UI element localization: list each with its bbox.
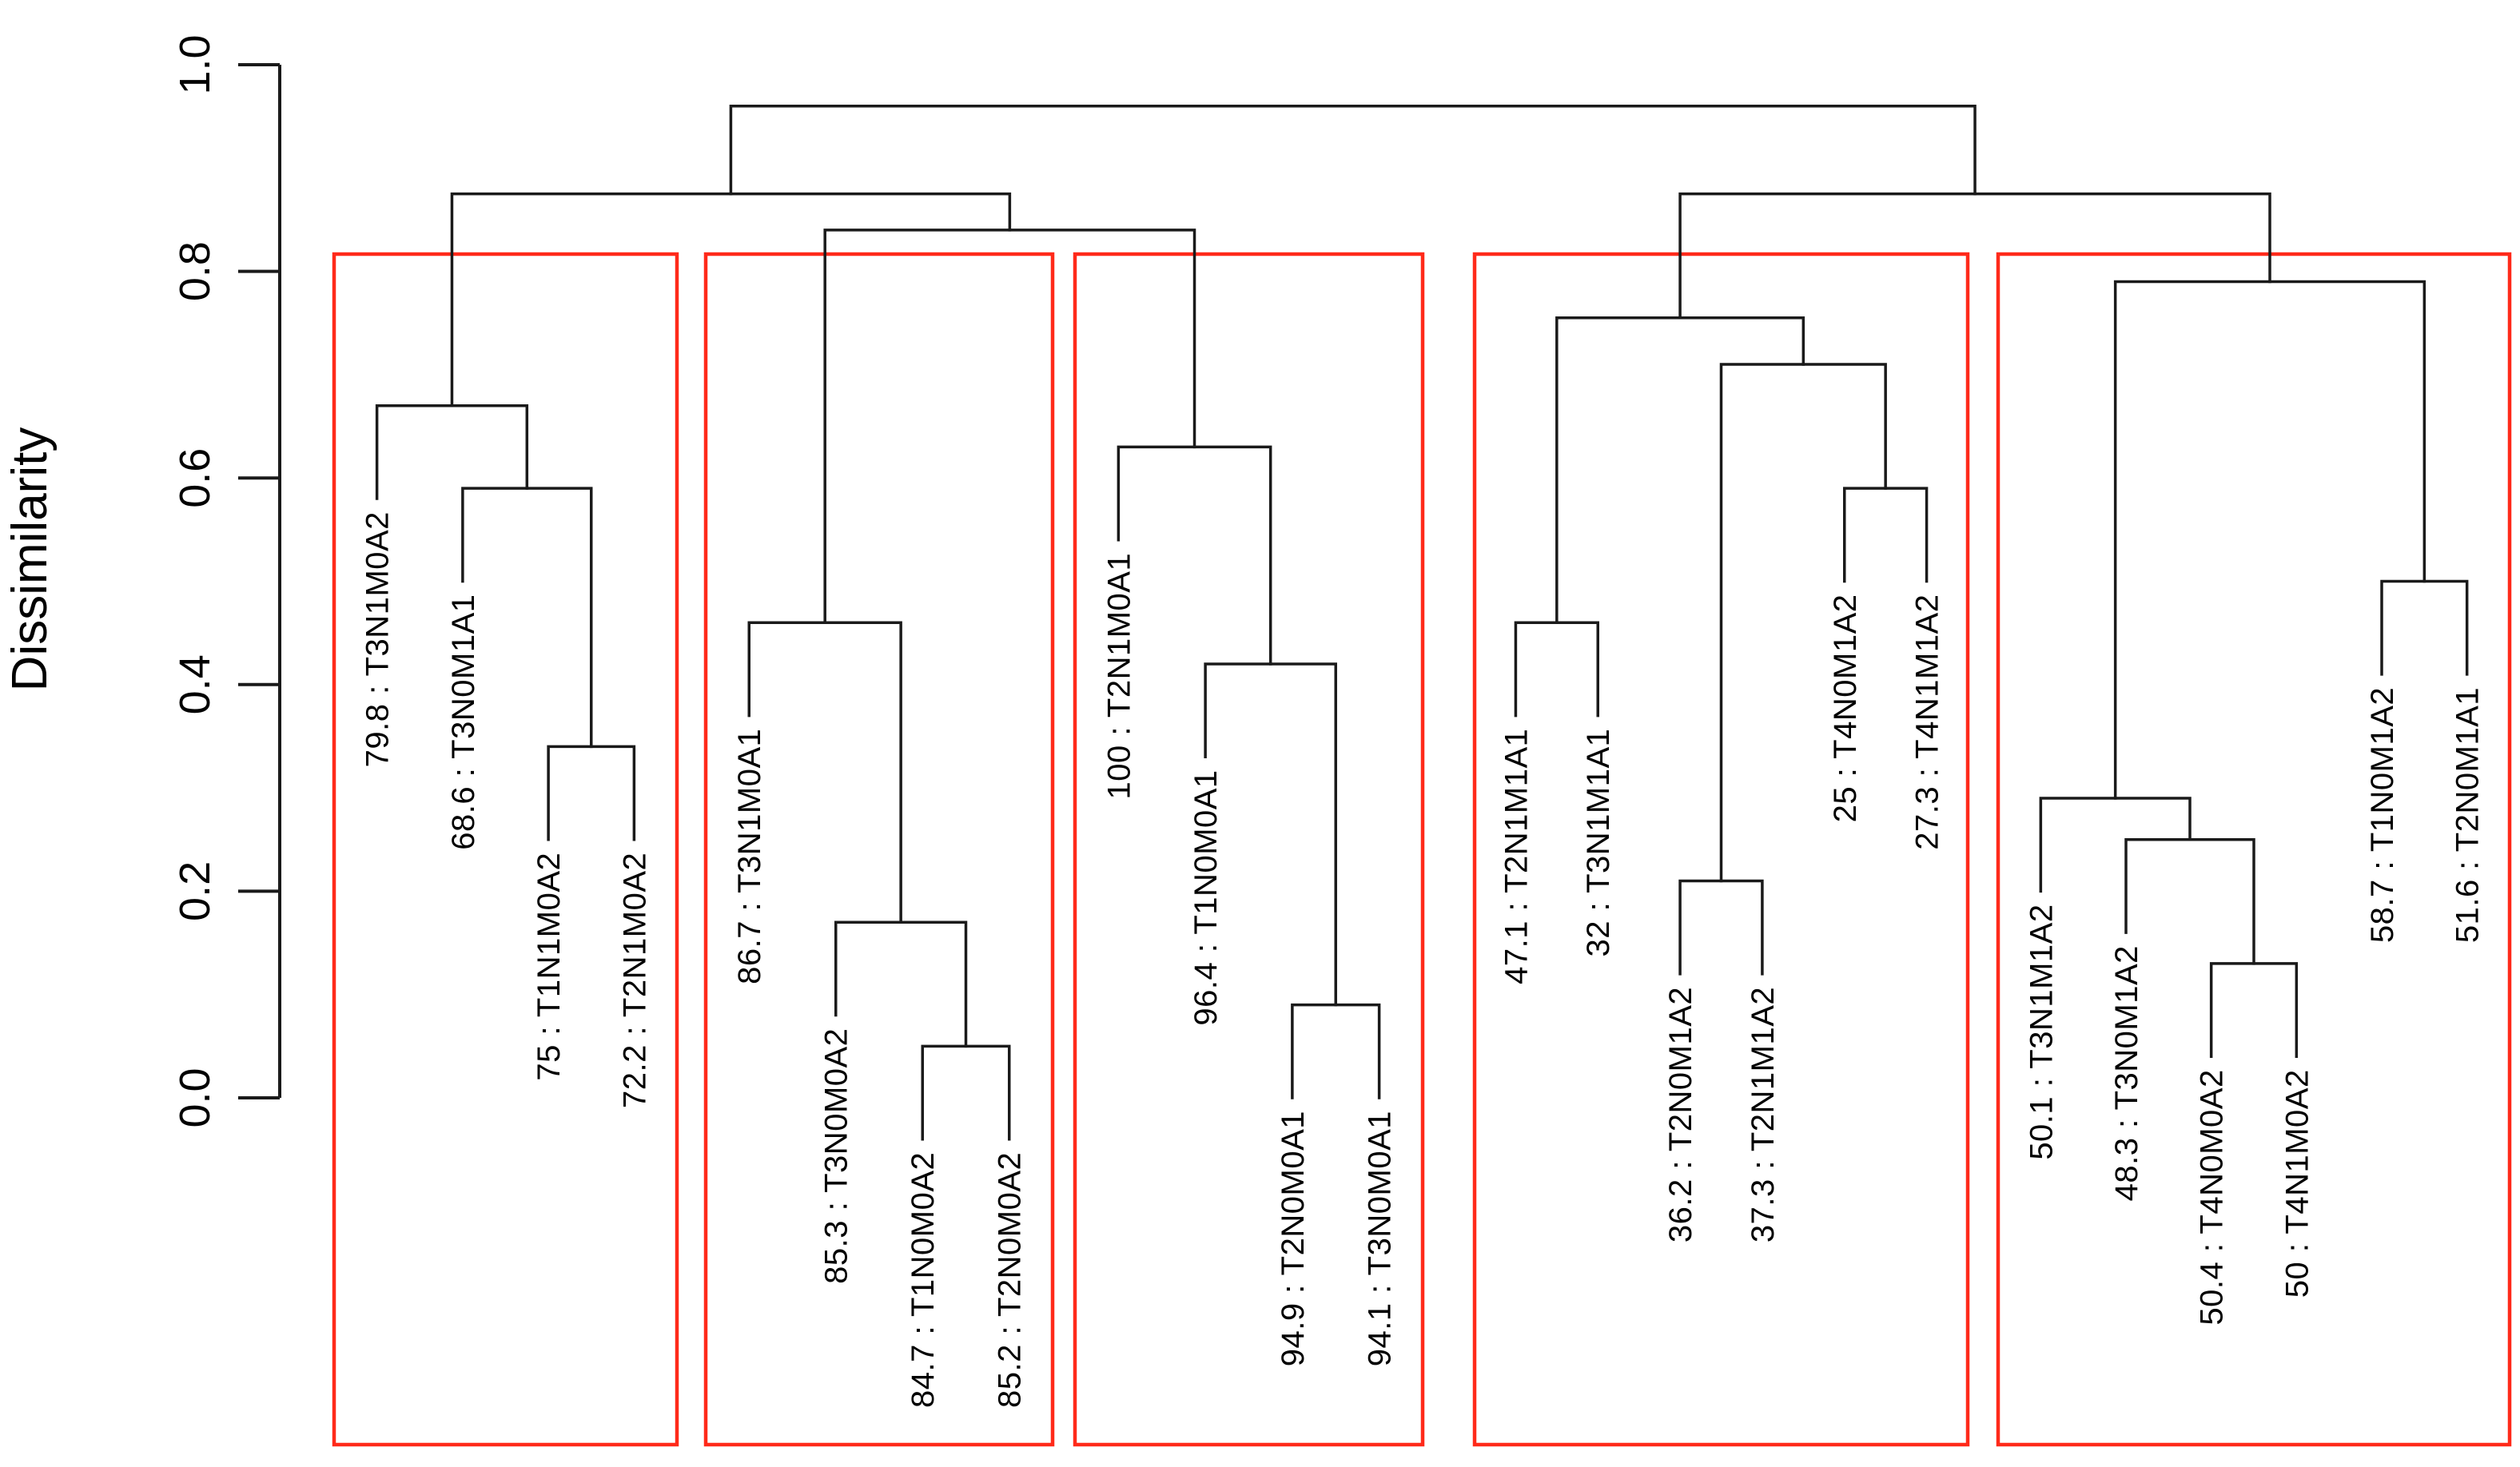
branch-M9 xyxy=(1514,621,1599,718)
leaf-label: 94.1 : T3N0M0A1 xyxy=(1363,1111,1398,1366)
branch-M3 xyxy=(921,1044,1011,1141)
leaf-label: 79.8 : T3N1M0A2 xyxy=(360,511,396,767)
cluster-box-2 xyxy=(703,252,1055,1447)
branch-M17 xyxy=(2380,579,2469,676)
leaf-label: 37.3 : T2N1M1A2 xyxy=(1746,987,1781,1242)
branch-M20 xyxy=(450,192,1012,408)
branch-M22 xyxy=(729,104,1977,196)
branch-M0 xyxy=(547,745,636,841)
y-axis-tick-label: 0.6 xyxy=(171,448,219,508)
leaf-label: 84.7 : T1N0M0A2 xyxy=(906,1152,941,1408)
branch-M15 xyxy=(2124,838,2255,965)
y-axis-tick-label: 0.0 xyxy=(171,1067,219,1127)
cluster-box-5 xyxy=(1996,252,2512,1447)
leaf-label: 75 : T1N1M0A2 xyxy=(531,853,567,1081)
branch-M14 xyxy=(2209,962,2299,1059)
leaf-label: 48.3 : T3N0M1A2 xyxy=(2109,945,2144,1201)
leaf-label: 50.1 : T3N1M1A2 xyxy=(2024,904,2059,1159)
leaf-label: 86.7 : T3N1M0A1 xyxy=(732,729,767,984)
y-axis-tick-label: 1.0 xyxy=(171,34,219,94)
y-axis-title: Dissimilarity xyxy=(2,427,58,692)
leaf-label: 50 : T4N1M0A2 xyxy=(2279,1069,2315,1298)
branch-M10 xyxy=(1678,879,1764,976)
leaf-label: 32 : T3N1M1A1 xyxy=(1581,729,1616,957)
y-axis-tick-label: 0.2 xyxy=(171,861,219,921)
leaf-label: 51.6 : T2N0M1A1 xyxy=(2450,687,2486,943)
leaf-label: 25 : T4N0M1A2 xyxy=(1828,594,1863,823)
leaf-label: 72.2 : T2N1M0A2 xyxy=(617,853,652,1108)
leaf-label: 36.2 : T2N0M1A2 xyxy=(1663,987,1698,1242)
branch-M6 xyxy=(1291,1003,1381,1099)
leaf-label: 85.3 : T3N0M0A2 xyxy=(819,1028,854,1284)
leaf-label: 100 : T2N1M0A1 xyxy=(1101,553,1137,800)
branch-M4 xyxy=(834,920,968,1048)
branch-M16 xyxy=(2039,797,2192,893)
cluster-box-4 xyxy=(1472,252,1970,1447)
branch-M11 xyxy=(1843,487,1929,583)
leaf-label: 96.4 : T1N0M0A1 xyxy=(1188,769,1224,1025)
y-axis-tick-label: 0.4 xyxy=(171,654,219,714)
leaf-label: 47.1 : T2N1M1A1 xyxy=(1499,729,1534,984)
branch-M7 xyxy=(1204,662,1337,1007)
leaf-label: 68.6 : T3N0M1A1 xyxy=(446,594,481,850)
leaf-label: 94.9 : T2N0M0A1 xyxy=(1276,1111,1311,1366)
leaf-label: 27.3 : T4N1M1A2 xyxy=(1910,594,1945,850)
branch-M8 xyxy=(1117,445,1272,666)
leaf-label: 85.2 : T2N0M0A2 xyxy=(993,1152,1028,1408)
branch-M1 xyxy=(461,487,593,749)
branch-M19 xyxy=(823,229,1196,624)
y-axis-tick-label: 0.8 xyxy=(171,241,219,301)
branch-M2 xyxy=(375,404,529,500)
leaf-label: 58.7 : T1N0M1A2 xyxy=(2365,687,2400,943)
cluster-box-1 xyxy=(332,252,679,1447)
cluster-box-3 xyxy=(1073,252,1425,1447)
leaf-label: 50.4 : T4N0M0A2 xyxy=(2195,1069,2230,1325)
branch-M5 xyxy=(747,621,902,924)
